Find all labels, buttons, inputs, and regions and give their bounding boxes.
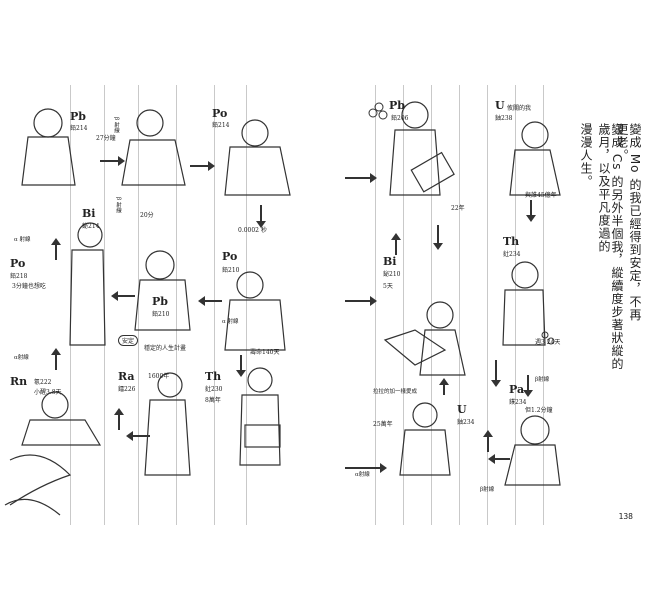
element-mass: 氡222 [34,379,52,386]
element-mass: 釷230 [205,386,223,393]
element-symbol: Bi [82,207,96,220]
element-mass: 鈾238 [495,115,513,122]
half-life: 但1.2分鐘 [525,407,553,414]
decay-label: β 射線 [113,117,119,133]
half-life: 5天 [383,283,393,290]
half-life: 3分鐘也想吃 [12,283,46,290]
half-life: 小醒3.8天 [34,389,62,396]
narration-column: 變成 Mo 的我已經得到安定，不再更老。 [615,123,642,322]
half-life: 壽命140天 [250,349,280,356]
left-sketch-figures [4,108,291,516]
decay-label: α 射線 [14,237,31,243]
narration-column: 漫漫人生。 [579,123,593,188]
half-life: 27分鐘 [96,135,116,142]
left-manga-page: Pb 鉛214 27分鐘 Po 鉛214 0.0002 秒 Bi 鉍214 20… [0,85,320,525]
right-sketch-figures [345,101,561,486]
half-life: 0.0002 秒 [238,227,267,234]
decay-label: α射線 [355,472,370,478]
half-life: 8萬年 [205,397,221,404]
half-life: 週3 24天 [535,339,561,346]
stable-badge: 安定 [118,335,139,346]
decay-label: β射線 [535,377,550,383]
element-mass: 鉍214 [82,223,100,230]
element-symbol: U [457,403,467,416]
element-symbol: Th [205,370,222,383]
element-mass: 鐳226 [118,386,136,393]
element-mass: 鉛210 [152,311,170,318]
element-symbol: Po [10,257,26,270]
element-mass: 鉛214 [212,122,230,129]
decay-label: β射線 [480,487,495,493]
element-symbol: Pa [509,383,525,396]
element-symbol: Rn [10,375,28,388]
stable-note: 穩定的人生計畫 [144,345,187,352]
right-manga-page: Pb 鉛206 22年 U 鈾238 攸關的我 Bi 鉍210 5天 Th 釷2… [345,85,655,525]
half-life: 拉拉的加一樣愛成 [373,389,418,395]
element-symbol: Po [212,107,228,120]
element-mass: 鉛206 [391,115,409,122]
element-mass: 鈾234 [457,419,475,426]
element-symbol: Th [503,235,520,248]
element-symbol: Bi [383,255,397,268]
element-mass: 鉛218 [10,273,28,280]
half-life: 20分 [140,212,154,219]
element-mass: 鉛210 [222,267,240,274]
element-mass: 鏷234 [509,399,527,406]
element-symbol: Pb [70,110,86,123]
element-mass: 釷234 [503,251,521,258]
decay-label: β 射線 [115,197,121,213]
element-symbol: U [495,99,505,112]
half-life: 1600年 [148,373,170,380]
half-life: 與誰45億年 [525,192,557,199]
half-life: 25萬年 [373,421,393,428]
half-life: 22年 [451,205,465,212]
element-mass: 鉛214 [70,125,88,132]
element-symbol: Pb [152,295,168,308]
decay-label: α 射線 [222,319,239,325]
element-mass: 鉍210 [383,271,401,278]
decay-label: α射線 [14,355,29,361]
narration-column: 變成 Cs 的另外半個我，縱續度步著狀縱的歲月，以及平凡度過的 [597,123,624,371]
element-symbol: Pb [389,99,405,112]
element-symbol: Ra [118,370,135,383]
element-symbol: Po [222,250,238,263]
half-life: 攸關的我 [507,105,532,112]
page-number: 138 [618,512,633,521]
